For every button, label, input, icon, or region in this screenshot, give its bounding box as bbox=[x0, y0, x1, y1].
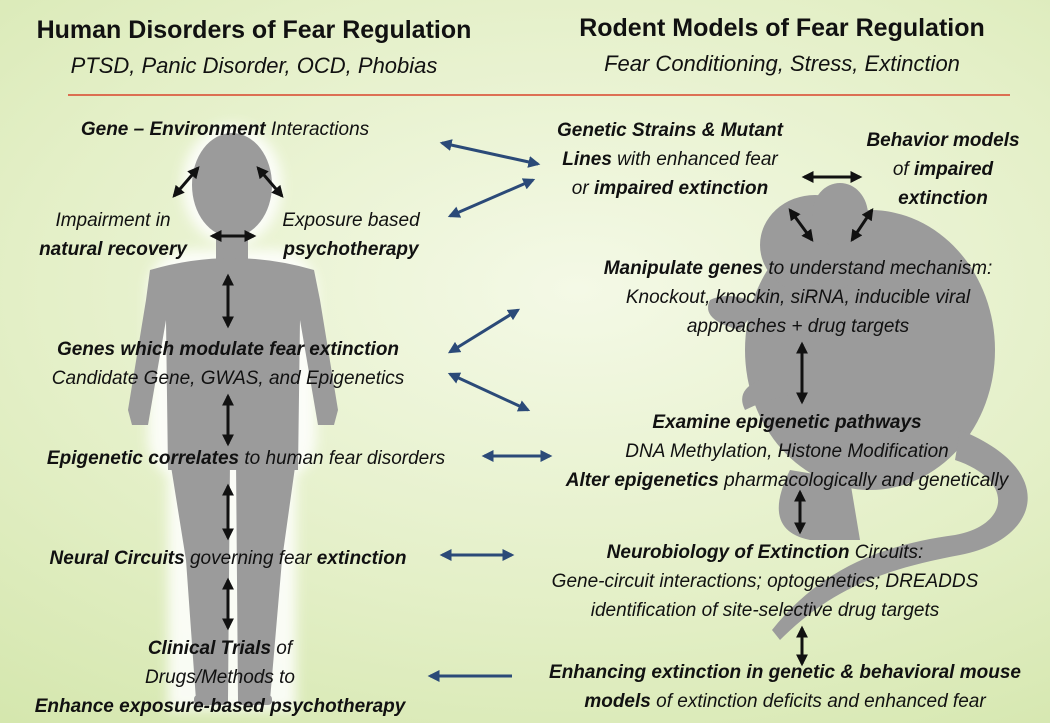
right-subtitle: Fear Conditioning, Stress, Extinction bbox=[604, 51, 960, 76]
black-arrows bbox=[172, 166, 874, 667]
neural-circuits-label: Neural Circuits governing fear extinctio… bbox=[49, 548, 407, 569]
manipulate-genes-label: Manipulate genes to understand mechanism… bbox=[603, 258, 993, 337]
arrow-behavior-mouse bbox=[850, 208, 874, 242]
genetic-strains-label: Genetic Strains & Mutant Lines with enha… bbox=[557, 120, 783, 199]
arrow-gene-env-to-exposure bbox=[256, 166, 284, 198]
impairment-label: Impairment in natural recovery bbox=[39, 210, 187, 260]
mouse-silhouette bbox=[708, 183, 1028, 640]
epigenetic-correlates-label: Epigenetic correlates to human fear diso… bbox=[46, 448, 446, 469]
arrow-exposure-strains bbox=[447, 178, 536, 218]
arrow-strains-mouse bbox=[788, 208, 814, 242]
genes-modulate-label: Genes which modulate fear extinction Can… bbox=[51, 339, 405, 389]
arrow-genes-manipulate bbox=[447, 308, 521, 354]
arrow-gene-env-to-impairment bbox=[172, 166, 200, 198]
arrow-genes-epigenetic bbox=[447, 372, 531, 412]
right-title: Rodent Models of Fear Regulation bbox=[579, 14, 985, 42]
exposure-label: Exposure based psychotherapy bbox=[282, 210, 420, 260]
clinical-trials-label: Clinical Trials of Drugs/Methods to Enha… bbox=[34, 638, 406, 717]
navy-arrows bbox=[427, 139, 553, 682]
arrow-gene-env-strains bbox=[439, 139, 541, 168]
enhancing-extinction-label: Enhancing extinction in genetic & behavi… bbox=[549, 662, 1021, 712]
gene-environment-label: Gene – Environment Interactions bbox=[80, 119, 370, 140]
left-title: Human Disorders of Fear Regulation bbox=[36, 16, 472, 44]
neurobiology-label: Neurobiology of Extinction Circuits: Gen… bbox=[551, 542, 979, 621]
epigenetic-pathways-label: Examine epigenetic pathways DNA Methylat… bbox=[565, 412, 1009, 491]
left-subtitle: PTSD, Panic Disorder, OCD, Phobias bbox=[70, 53, 438, 78]
behavior-models-label: Behavior models of impaired extinction bbox=[866, 130, 1020, 209]
